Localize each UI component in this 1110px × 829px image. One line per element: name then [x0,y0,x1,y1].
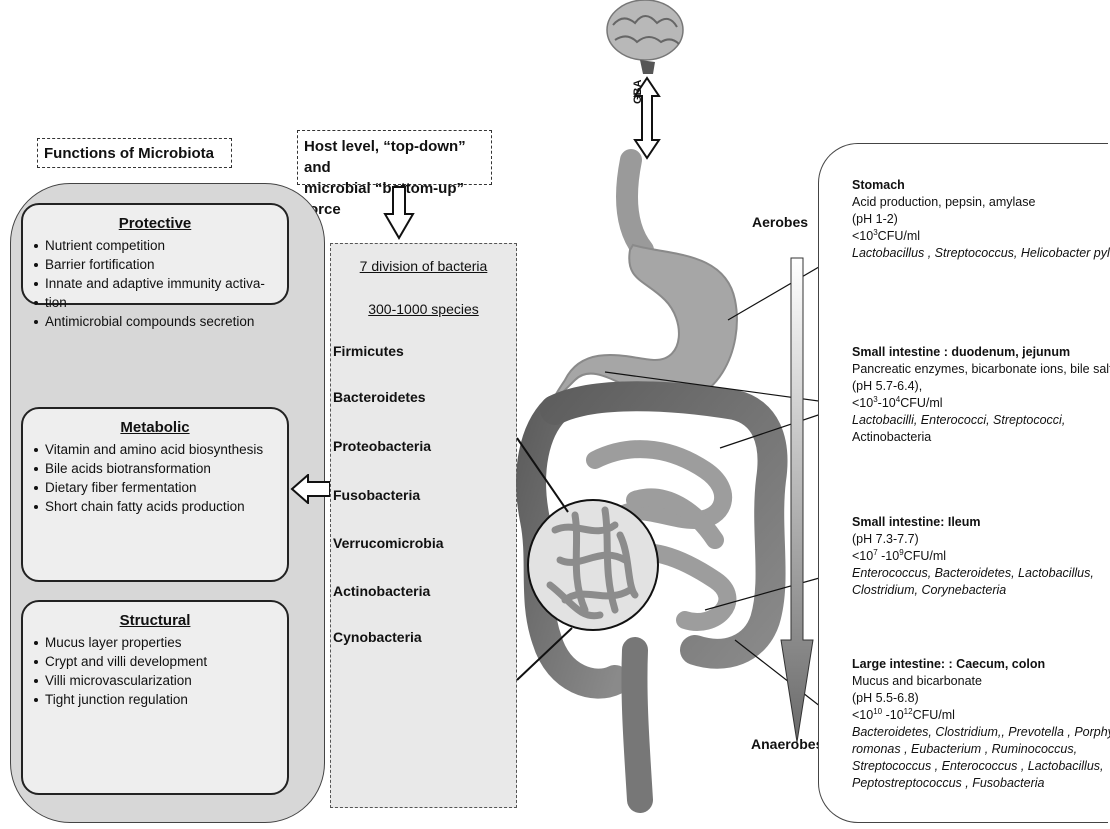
region-species: Peptostreptococcus , Fusobacteria [852,775,1110,792]
region-cfu: <103-104CFU/ml [852,395,1110,412]
region-large-intestine: Large intestine: : Caecum, colon Mucus a… [852,656,1110,792]
region-species: Lactobacilli, Enterococci, Streptococci, [852,412,1110,429]
region-small-duodenum: Small intestine : duodenum, jejunum Panc… [852,344,1110,446]
gba-label: GBA [632,80,644,104]
region-cfu: <107 -109CFU/ml [852,548,1110,565]
region-desc: Acid production, pepsin, amylase [852,194,1110,211]
region-species: romonas , Eubacterium , Ruminococcus, [852,741,1110,758]
region-species: Enterococcus, Bacteroidetes, Lactobacill… [852,565,1110,582]
region-title: Large intestine: : Caecum, colon [852,656,1110,673]
region-ph: (pH 5.5-6.8) [852,690,1110,707]
region-title: Small intestine: Ileum [852,514,1110,531]
region-species: Lactobacillus , Streptococcus, Helicobac… [852,245,1110,262]
aerobes-anaerobes-arrow [781,258,813,742]
region-species-extra: Actinobacteria [852,429,1110,446]
region-desc: Mucus and bicarbonate [852,673,1110,690]
region-desc: Pancreatic enzymes, bicarbonate ions, bi… [852,361,1110,378]
region-ph: (pH 5.7-6.4), [852,378,1110,395]
region-cfu: <1010 -1012CFU/ml [852,707,1110,724]
region-cfu: <103CFU/ml [852,228,1110,245]
anaerobes-label: Anaerobes [751,736,823,752]
region-species: Streptococcus , Enterococcus , Lactobaci… [852,758,1110,775]
region-title: Stomach [852,177,1110,194]
aerobes-label: Aerobes [752,214,808,230]
region-stomach: Stomach Acid production, pepsin, amylase… [852,177,1110,262]
region-species: Bacteroidetes, Clostridium,, Prevotella … [852,724,1110,741]
region-title: Small intestine : duodenum, jejunum [852,344,1110,361]
region-ph: (pH 7.3-7.7) [852,531,1110,548]
region-species: Clostridium, Corynebacteria [852,582,1110,599]
region-ph: (pH 1-2) [852,211,1110,228]
region-small-ileum: Small intestine: Ileum (pH 7.3-7.7) <107… [852,514,1110,599]
